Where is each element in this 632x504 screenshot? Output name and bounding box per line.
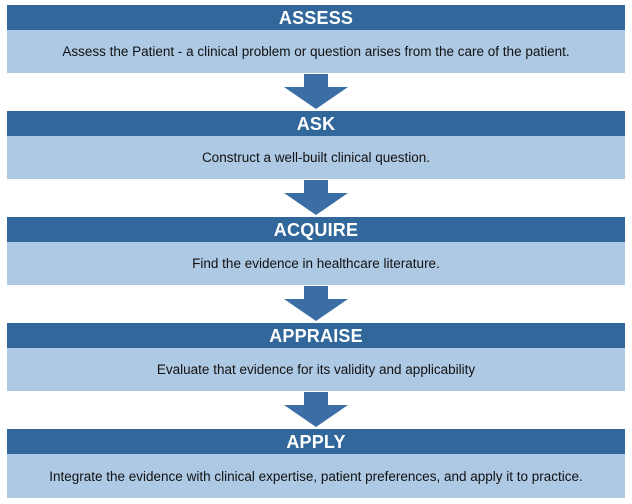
step-description-text-apply: Integrate the evidence with clinical exp… — [49, 468, 583, 484]
step-header-appraise: APPRAISE — [7, 323, 625, 348]
down-arrow-icon — [7, 391, 625, 429]
step-header-acquire: ACQUIRE — [7, 217, 625, 242]
step-description-text-acquire: Find the evidence in healthcare literatu… — [192, 256, 440, 271]
step-header-ask: ASK — [7, 111, 625, 136]
step-title-acquire: ACQUIRE — [273, 219, 359, 240]
down-arrow-icon — [7, 179, 625, 217]
step-title-ask: ASK — [296, 113, 336, 134]
step-title-appraise: APPRAISE — [269, 325, 363, 346]
step-description-text-appraise: Evaluate that evidence for its validity … — [156, 362, 476, 377]
down-arrow-stem — [304, 286, 328, 299]
step-header-apply: APPLY — [7, 429, 625, 454]
step-description-apply: Integrate the evidence with clinical exp… — [7, 454, 625, 498]
step-description-assess: Assess the Patient - a clinical problem … — [7, 30, 625, 73]
step-title-assess: ASSESS — [278, 7, 354, 28]
step-description-acquire: Find the evidence in healthcare literatu… — [7, 242, 625, 285]
down-arrow-stem — [304, 74, 328, 87]
down-arrow-head — [284, 405, 348, 427]
step-description-text-assess: Assess the Patient - a clinical problem … — [62, 44, 570, 59]
down-arrow-stem — [304, 180, 328, 193]
down-arrow-icon — [7, 285, 625, 323]
down-arrow-head — [284, 87, 348, 109]
step-title-apply: APPLY — [286, 431, 346, 452]
step-description-appraise: Evaluate that evidence for its validity … — [7, 348, 625, 391]
down-arrow-stem — [304, 392, 328, 405]
step-header-assess: ASSESS — [7, 5, 625, 30]
down-arrow-head — [284, 193, 348, 215]
step-description-ask: Construct a well-built clinical question… — [7, 136, 625, 179]
step-description-text-ask: Construct a well-built clinical question… — [201, 150, 431, 165]
down-arrow-head — [284, 299, 348, 321]
down-arrow-icon — [7, 73, 625, 111]
